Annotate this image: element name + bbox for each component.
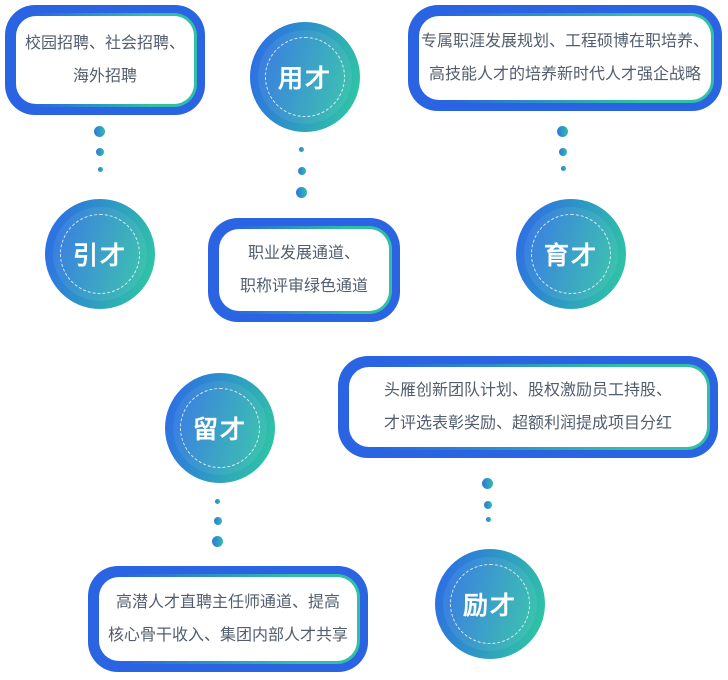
trail-develop-yucai-dot-3 (561, 166, 566, 171)
box-incentive-text: 头雁创新团队计划、股权激励员工持股、 才评选表彰奖励、超额利润提成项目分红 (349, 367, 707, 447)
box-incentive-line2: 才评选表彰奖励、超额利润提成项目分红 (383, 415, 672, 432)
node-yucai: 育才 (516, 199, 626, 309)
box-career-line1: 职业发展通道、 (247, 245, 360, 262)
box-incentive-line1: 头雁创新团队计划、股权激励员工持股、 (383, 382, 672, 399)
box-career-line2: 职称评审绿色通道 (239, 278, 368, 295)
trail-yongcai-career-dot-2 (298, 167, 306, 175)
trail-incentive-licai-dot-1 (482, 478, 493, 489)
trail-recruit-yincai-dot-2 (96, 148, 104, 156)
trail-yongcai-career-dot-3 (296, 187, 307, 198)
trail-recruit-yincai-dot-3 (98, 167, 103, 172)
trail-incentive-licai-dot-3 (486, 517, 491, 522)
box-recruit-line2: 海外招聘 (72, 68, 137, 85)
box-retain-line1: 高潜人才直聘主任师通道、提高 (115, 594, 340, 611)
node-yincai: 引才 (45, 199, 155, 309)
box-recruit: 校园招聘、社会招聘、 海外招聘 (5, 5, 205, 115)
node-yongcai-label: 用才 (277, 65, 332, 93)
node-yucai-label: 育才 (543, 242, 598, 270)
box-retain-line2: 核心骨干收入、集团内部人才共享 (107, 627, 348, 644)
node-licai: 励才 (435, 549, 545, 659)
box-develop-text: 专属职涯发展规划、工程硕博在职培养、 高技能人才的培养新时代人才强企战略 (419, 16, 711, 100)
trail-liucai-retain-dot-2 (214, 517, 222, 525)
trail-recruit-yincai-dot-1 (94, 126, 105, 137)
node-yincai-label: 引才 (72, 242, 127, 270)
trail-liucai-retain-dot-1 (215, 499, 220, 504)
trail-liucai-retain-dot-3 (212, 536, 223, 547)
box-recruit-stroke: 校园招聘、社会招聘、 海外招聘 (13, 13, 197, 107)
trail-develop-yucai-dot-2 (559, 148, 567, 156)
box-career-text: 职业发展通道、 职称评审绿色通道 (219, 229, 389, 311)
box-retain-text: 高潜人才直聘主任师通道、提高 核心骨干收入、集团内部人才共享 (99, 577, 357, 661)
node-liucai-label: 留才 (192, 416, 247, 444)
box-develop: 专属职涯发展规划、工程硕博在职培养、 高技能人才的培养新时代人才强企战略 (408, 5, 722, 111)
box-recruit-line1: 校园招聘、社会招聘、 (24, 35, 185, 52)
box-incentive-stroke: 头雁创新团队计划、股权激励员工持股、 才评选表彰奖励、超额利润提成项目分红 (346, 364, 710, 450)
node-yongcai: 用才 (250, 22, 360, 132)
box-develop-line1: 专属职涯发展规划、工程硕博在职培养、 (420, 33, 709, 50)
box-incentive: 头雁创新团队计划、股权激励员工持股、 才评选表彰奖励、超额利润提成项目分红 (338, 356, 718, 458)
box-career-stroke: 职业发展通道、 职称评审绿色通道 (216, 226, 392, 314)
box-career: 职业发展通道、 职称评审绿色通道 (208, 218, 400, 322)
trail-develop-yucai-dot-1 (557, 126, 568, 137)
box-retain: 高潜人才直聘主任师通道、提高 核心骨干收入、集团内部人才共享 (88, 566, 368, 672)
box-develop-line2: 高技能人才的培养新时代人才强企战略 (428, 66, 701, 83)
node-licai-label: 励才 (462, 592, 517, 620)
box-retain-stroke: 高潜人才直聘主任师通道、提高 核心骨干收入、集团内部人才共享 (96, 574, 360, 664)
box-recruit-text: 校园招聘、社会招聘、 海外招聘 (16, 16, 194, 104)
trail-yongcai-career-dot-1 (299, 147, 304, 152)
trail-incentive-licai-dot-2 (484, 501, 492, 509)
box-develop-stroke: 专属职涯发展规划、工程硕博在职培养、 高技能人才的培养新时代人才强企战略 (416, 13, 714, 103)
node-liucai: 留才 (165, 373, 275, 483)
